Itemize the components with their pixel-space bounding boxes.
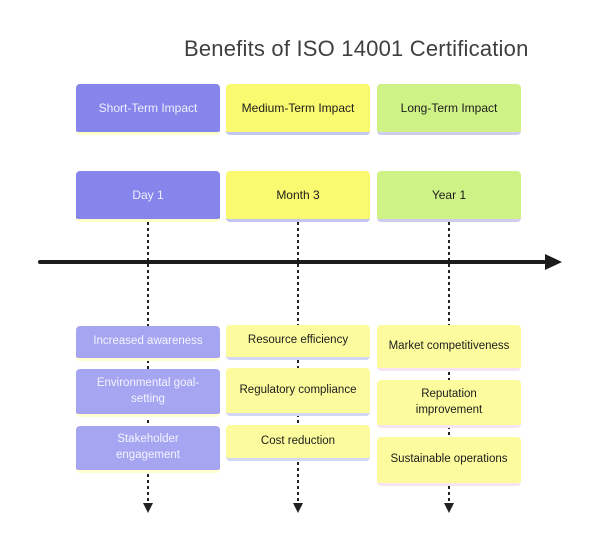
benefit-box: Regulatory compliance bbox=[226, 368, 370, 416]
time-box-year-1: Year 1 bbox=[377, 171, 521, 222]
benefit-box: Stakeholder engagement bbox=[76, 426, 220, 473]
timeline-axis bbox=[38, 260, 546, 264]
benefit-label: Stakeholder engagement bbox=[116, 433, 180, 461]
column-header-label: Long-Term Impact bbox=[400, 101, 498, 115]
benefit-box: Market competitiveness bbox=[377, 325, 521, 371]
benefit-label: Reputation improvement bbox=[415, 387, 483, 416]
benefit-label: Increased awareness bbox=[93, 335, 203, 348]
column-header-label: Short-Term Impact bbox=[98, 101, 198, 115]
down-arrowhead-icon bbox=[143, 503, 153, 513]
benefit-label: Resource efficiency bbox=[247, 334, 349, 347]
benefit-label: Market competitiveness bbox=[388, 339, 510, 352]
timeline-arrowhead-icon bbox=[545, 254, 562, 270]
column-header-short-term: Short-Term Impact bbox=[76, 84, 220, 135]
time-box-day-1: Day 1 bbox=[76, 171, 220, 222]
benefit-box: Reputation improvement bbox=[377, 380, 521, 428]
time-box-month-3: Month 3 bbox=[226, 171, 370, 222]
benefit-box: Increased awareness bbox=[76, 326, 220, 361]
benefit-box: Sustainable operations bbox=[377, 437, 521, 486]
down-arrowhead-icon bbox=[293, 503, 303, 513]
benefit-label: Cost reduction bbox=[260, 434, 336, 447]
benefit-label: Environmental goal-setting bbox=[96, 376, 200, 405]
diagram-title: Benefits of ISO 14001 Certification bbox=[184, 36, 529, 61]
column-dashed-line bbox=[297, 222, 299, 503]
time-label: Year 1 bbox=[431, 188, 467, 202]
time-label: Month 3 bbox=[276, 188, 320, 202]
benefit-box: Resource efficiency bbox=[226, 325, 370, 360]
down-arrowhead-icon bbox=[444, 503, 454, 513]
benefit-label: Sustainable operations bbox=[390, 453, 508, 466]
column-header-long-term: Long-Term Impact bbox=[377, 84, 521, 135]
benefit-box: Cost reduction bbox=[226, 425, 370, 461]
column-dashed-line bbox=[147, 222, 149, 503]
benefit-box: Environmental goal-setting bbox=[76, 369, 220, 417]
column-header-medium-term: Medium-Term Impact bbox=[226, 84, 370, 135]
column-header-label: Medium-Term Impact bbox=[241, 101, 355, 115]
time-label: Day 1 bbox=[132, 188, 164, 202]
benefit-label: Regulatory compliance bbox=[239, 383, 357, 396]
